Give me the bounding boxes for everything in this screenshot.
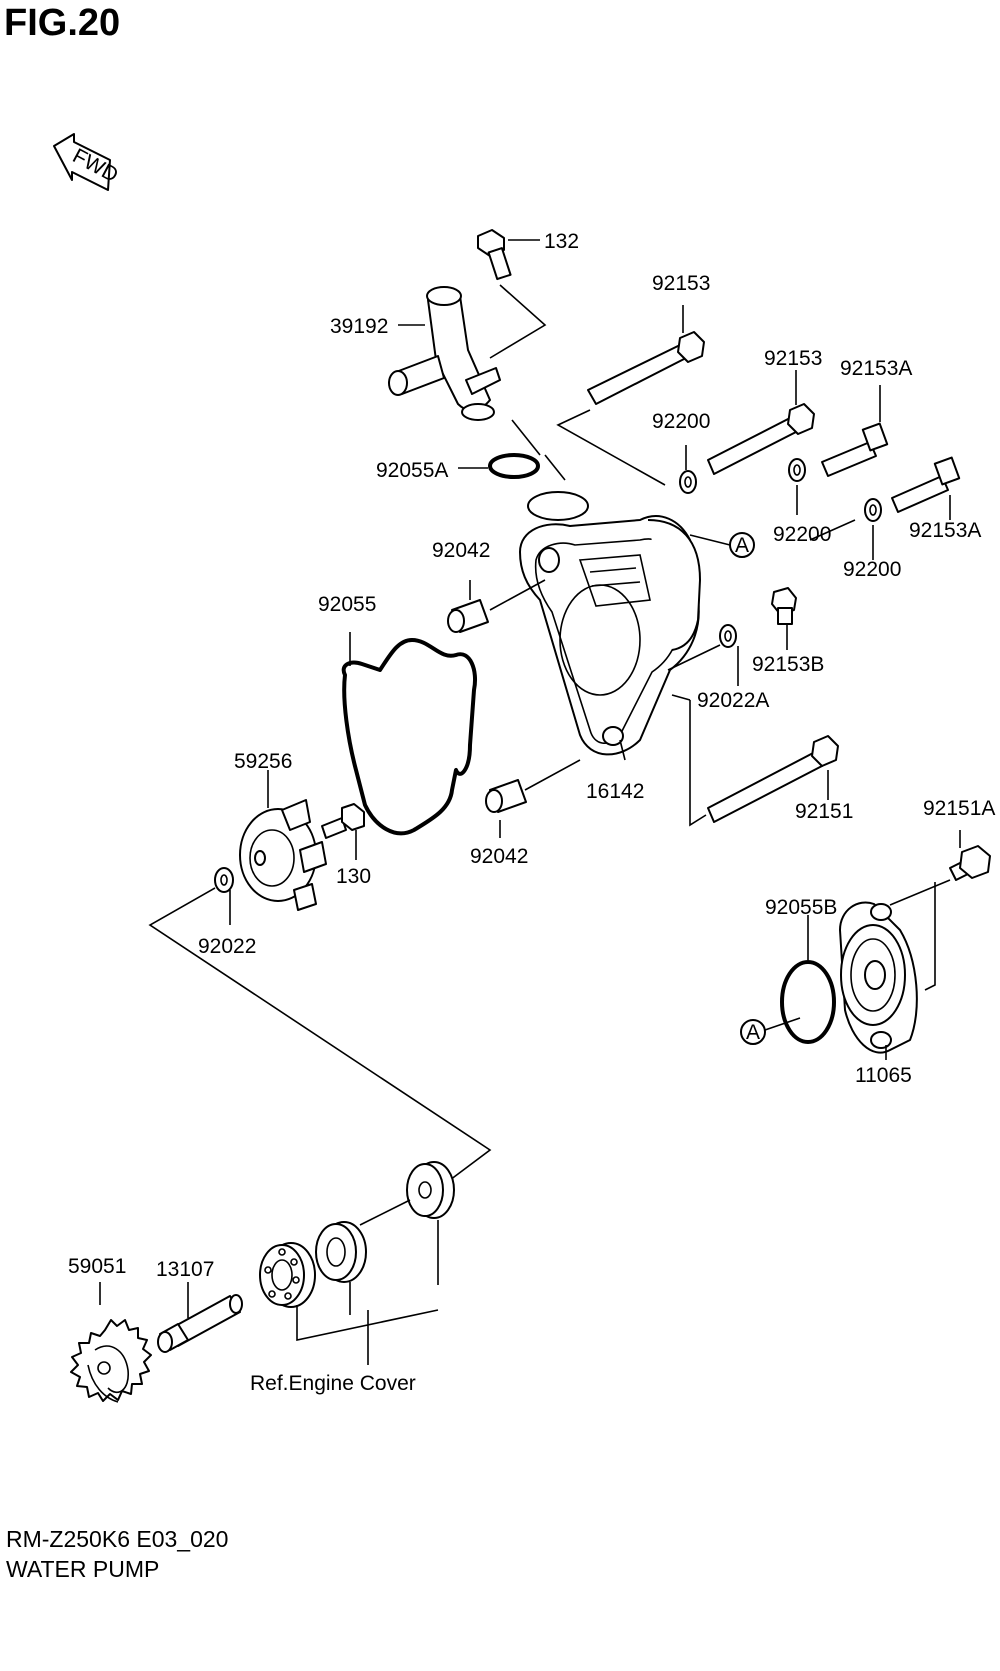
part-label-92153-upper: 92153 — [652, 272, 710, 295]
part-label-59256: 59256 — [234, 750, 292, 773]
bolt-92151A-drawing — [949, 845, 991, 881]
part-label-132: 132 — [544, 230, 579, 253]
washer-92022-drawing — [214, 867, 234, 893]
model-code: RM-Z250K6 E03_020 — [6, 1526, 229, 1552]
part-label-92042-lower: 92042 — [470, 845, 528, 868]
dowel-92042-upper-drawing — [447, 599, 489, 633]
o-ring-92055A-drawing — [488, 453, 540, 479]
part-label-92055B: 92055B — [765, 896, 837, 919]
pump-cover-16142-drawing — [519, 491, 701, 756]
bolt-92153-upper-drawing — [587, 331, 705, 405]
gasket-92055-drawing — [341, 638, 477, 836]
part-label-16142: 16142 — [586, 780, 644, 803]
bolt-92151-drawing — [707, 735, 839, 823]
part-label-59051: 59051 — [68, 1255, 126, 1278]
part-label-92153A-upper: 92153A — [840, 357, 912, 380]
marker-a-upper-label: A — [735, 534, 749, 557]
washer-92200-b-drawing — [788, 458, 806, 482]
o-ring-92055B-drawing — [780, 960, 836, 1044]
part-label-92153-mid: 92153 — [764, 347, 822, 370]
part-label-92200-a: 92200 — [652, 410, 710, 433]
part-label-92055: 92055 — [318, 593, 376, 616]
bolt-92153A-upper-drawing — [821, 422, 889, 477]
bolt-130-drawing — [321, 803, 365, 839]
impeller-59256-drawing — [239, 799, 327, 911]
washer-92022A-drawing — [719, 624, 737, 648]
oil-seal-drawing — [315, 1221, 367, 1283]
marker-a-lower — [740, 1019, 766, 1045]
bolt-92153A-lower-drawing — [891, 456, 961, 513]
section-name: WATER PUMP — [6, 1556, 160, 1582]
part-label-130: 130 — [336, 865, 371, 888]
part-label-92022: 92022 — [198, 935, 256, 958]
part-label-92022A: 92022A — [697, 689, 769, 712]
washer-92200-c-drawing — [864, 498, 882, 522]
bolt-92153B-drawing — [771, 587, 797, 625]
part-label-92151A: 92151A — [923, 797, 995, 820]
part-label-13107: 13107 — [156, 1258, 214, 1281]
bearing-drawing — [259, 1242, 316, 1308]
part-label-92042-upper: 92042 — [432, 539, 490, 562]
figure-title: FIG.20 — [4, 2, 121, 44]
part-label-92200-b: 92200 — [773, 523, 831, 546]
part-label-92200-c: 92200 — [843, 558, 901, 581]
seal-drawing — [406, 1161, 455, 1219]
pump-housing-11065-drawing — [839, 901, 918, 1054]
part-label-92151: 92151 — [795, 800, 853, 823]
fwd-arrow-icon: FWD — [53, 133, 122, 191]
part-label-11065: 11065 — [855, 1064, 912, 1087]
ref-engine-cover-label: Ref.Engine Cover — [250, 1372, 416, 1395]
part-label-92153B: 92153B — [752, 653, 824, 676]
part-label-92055A: 92055A — [376, 459, 448, 482]
washer-92200-a-drawing — [679, 470, 697, 494]
dowel-92042-lower-drawing — [485, 779, 527, 813]
hose-fitting-39192-drawing — [388, 286, 501, 421]
bolt-132-drawing — [477, 229, 512, 281]
shaft-13107-drawing — [157, 1294, 243, 1353]
part-label-39192: 39192 — [330, 315, 388, 338]
gear-59051-drawing — [70, 1319, 152, 1403]
part-label-92153A-lower: 92153A — [909, 519, 981, 542]
marker-a-lower-label: A — [746, 1021, 760, 1044]
bolt-92153-mid-drawing — [707, 403, 815, 475]
